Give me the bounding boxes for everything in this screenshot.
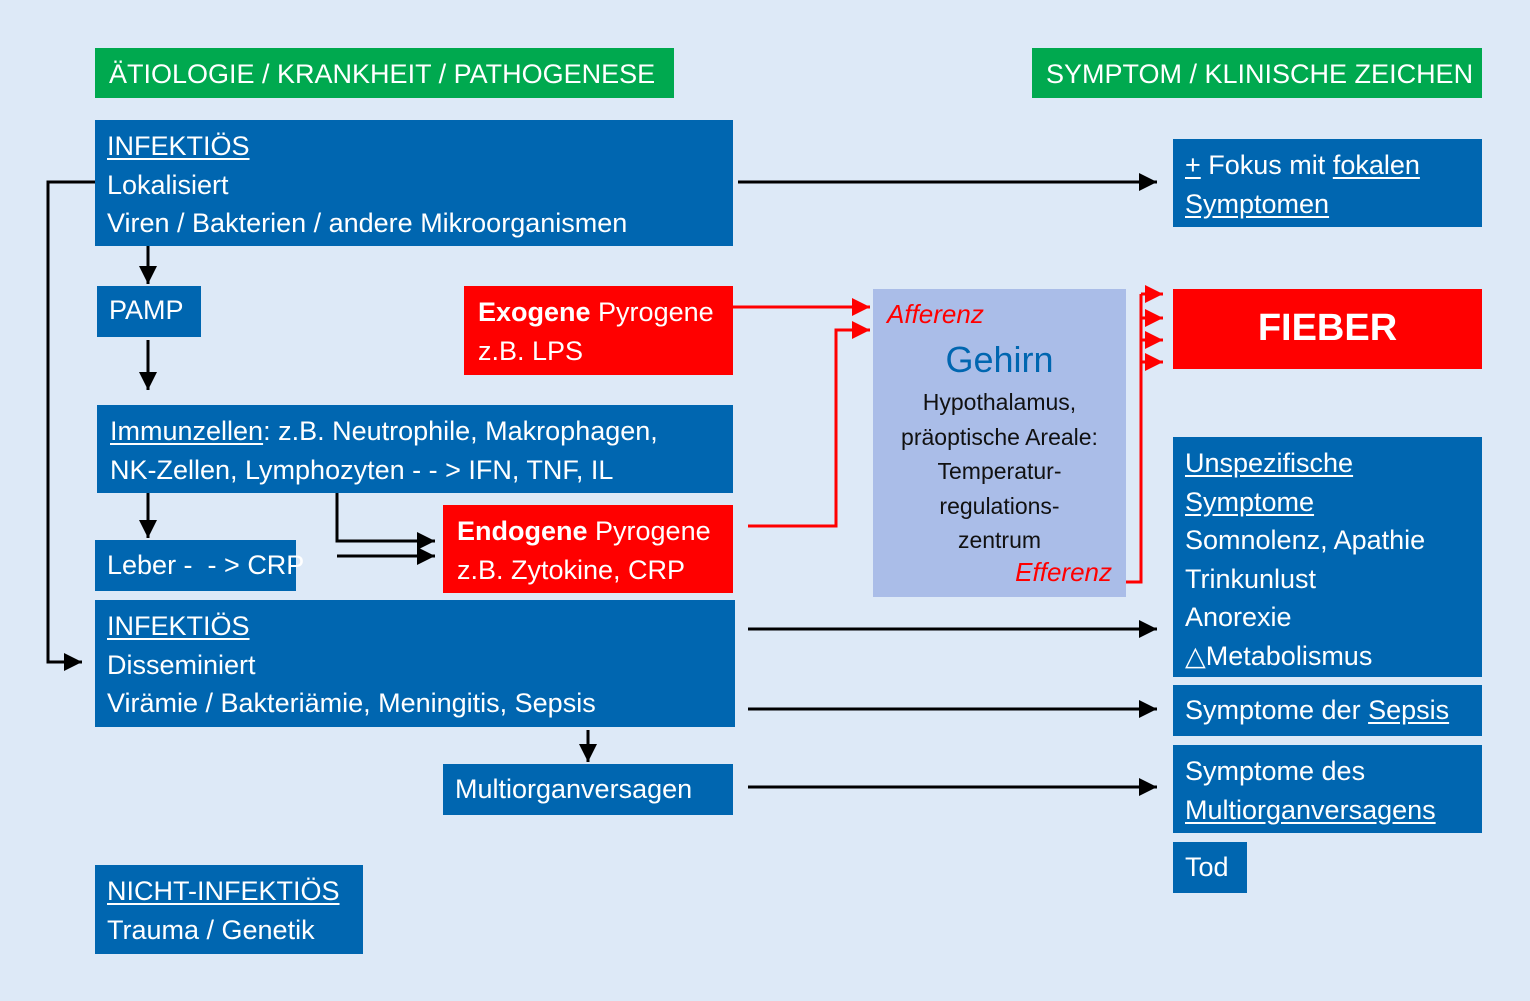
header-symptoms-label: SYMPTOM / KLINISCHE ZEICHEN [1046,59,1474,89]
exogenous-bold: Exogene [478,297,591,327]
plus-sign: + [1185,150,1201,180]
brain-box: Afferenz Gehirn Hypothalamus, präoptisch… [873,289,1126,597]
brain-desc-line: Hypothalamus, [922,389,1077,415]
unspecific-title2: Symptome [1185,486,1315,517]
endogenous-line2: z.B. Zytokine, CRP [457,554,686,585]
brain-title: Gehirn [945,339,1054,380]
focus-text: Fokus mit [1200,150,1333,180]
fever-box: FIEBER [1173,289,1482,369]
unspecific-title1: Unspezifische [1185,448,1354,478]
infectious-localized-line1: Lokalisiert [107,169,229,200]
brain-desc-line: präoptische Areale: [901,423,1098,450]
immune-cells-line2: NK-Zellen, Lymphozyten - - > IFN, TNF, I… [110,454,614,485]
arrow-endogenous-to-brain [748,321,870,528]
exogenous-rest: Pyrogene [590,297,714,327]
unspecific-item: Anorexie [1185,602,1292,632]
sepsis-pre: Symptome der [1185,695,1369,725]
endogenous-pyrogens-box: Endogene Pyrogene z.B. Zytokine, CRP [443,505,733,593]
sepsis-symptoms-box: Symptome der Sepsis [1173,685,1482,736]
afferenz-label: Afferenz [887,299,984,329]
infectious-disseminated-title: INFEKTIÖS [107,611,250,641]
unspecific-item: △Metabolismus [1185,640,1373,671]
infectious-disseminated-line1: Disseminiert [107,649,256,680]
efferenz-label: Efferenz [1015,557,1112,587]
multiorgan-symptoms-box: Symptome des Multiorganversagens [1173,745,1482,833]
non-infectious-line1: Trauma / Genetik [107,914,315,945]
multiorgan-failure-box: Multiorganversagen [443,764,733,815]
endogenous-bold: Endogene [457,516,588,546]
fever-label: FIEBER [1257,307,1398,349]
unspecific-item: Trinkunlust [1185,563,1317,594]
non-infectious-title: NICHT-INFEKTIÖS [107,876,340,906]
death-label: Tod [1185,852,1229,882]
brain-description: Hypothalamus, präoptische Areale: Temper… [873,385,1126,558]
pamp-label: PAMP [109,295,184,325]
arrow-efferenz-bracket [1126,294,1143,584]
brain-desc-line: zentrum [957,527,1042,553]
header-etiology-label: ÄTIOLOGIE / KRANKHEIT / PATHOGENESE [109,59,656,89]
endogenous-rest: Pyrogene [587,516,711,546]
header-etiology: ÄTIOLOGIE / KRANKHEIT / PATHOGENESE [95,48,674,98]
pamp-box: PAMP [97,286,201,337]
exogenous-line2: z.B. LPS [478,335,584,366]
brain-desc-line: regulations- [939,492,1060,519]
immune-cells-box: Immunzellen: z.B. Neutrophile, Makrophag… [97,405,733,493]
infectious-disseminated-line2: Virämie / Bakteriämie, Meningitis, Sepsi… [107,688,596,718]
immune-cells-line1: : z.B. Neutrophile, Makrophagen, [263,416,658,446]
symptoms-word: Symptomen [1185,188,1330,219]
exogenous-pyrogens-box: Exogene Pyrogene z.B. LPS [464,286,733,375]
arrow-local-to-disseminated [46,180,95,671]
focal-word: fokalen [1332,150,1420,180]
arrow-immune-to-endogenous [335,493,435,550]
infectious-localized-title: INFEKTIÖS [107,131,250,161]
unspecific-item: Somnolenz, Apathie [1185,525,1426,555]
brain-desc-line: Temperatur- [937,458,1062,484]
infectious-localized-box: INFEKTIÖS Lokalisiert Viren / Bakterien … [95,120,733,246]
header-symptoms: SYMPTOM / KLINISCHE ZEICHEN [1032,48,1482,98]
multiorgan-symptoms-line1: Symptome des [1185,756,1366,786]
multiorgan-symptoms-line2: Multiorganversagens [1185,794,1436,825]
unspecific-symptoms-box: Unspezifische Symptome Somnolenz, Apathi… [1173,437,1482,677]
non-infectious-box: NICHT-INFEKTIÖS Trauma / Genetik [95,865,363,954]
liver-label: Leber - - > CRP [107,550,305,580]
death-box: Tod [1173,842,1247,893]
sepsis-link: Sepsis [1368,695,1450,725]
liver-box: Leber - - > CRP [95,540,304,591]
focus-symptoms-box: + Fokus mit fokalen Symptomen [1173,139,1482,227]
infectious-localized-line2: Viren / Bakterien / andere Mikroorganism… [107,208,628,238]
immune-cells-title: Immunzellen [110,416,264,446]
infectious-disseminated-box: INFEKTIÖS Disseminiert Virämie / Bakteri… [95,600,735,727]
multiorgan-failure-label: Multiorganversagen [455,774,693,804]
